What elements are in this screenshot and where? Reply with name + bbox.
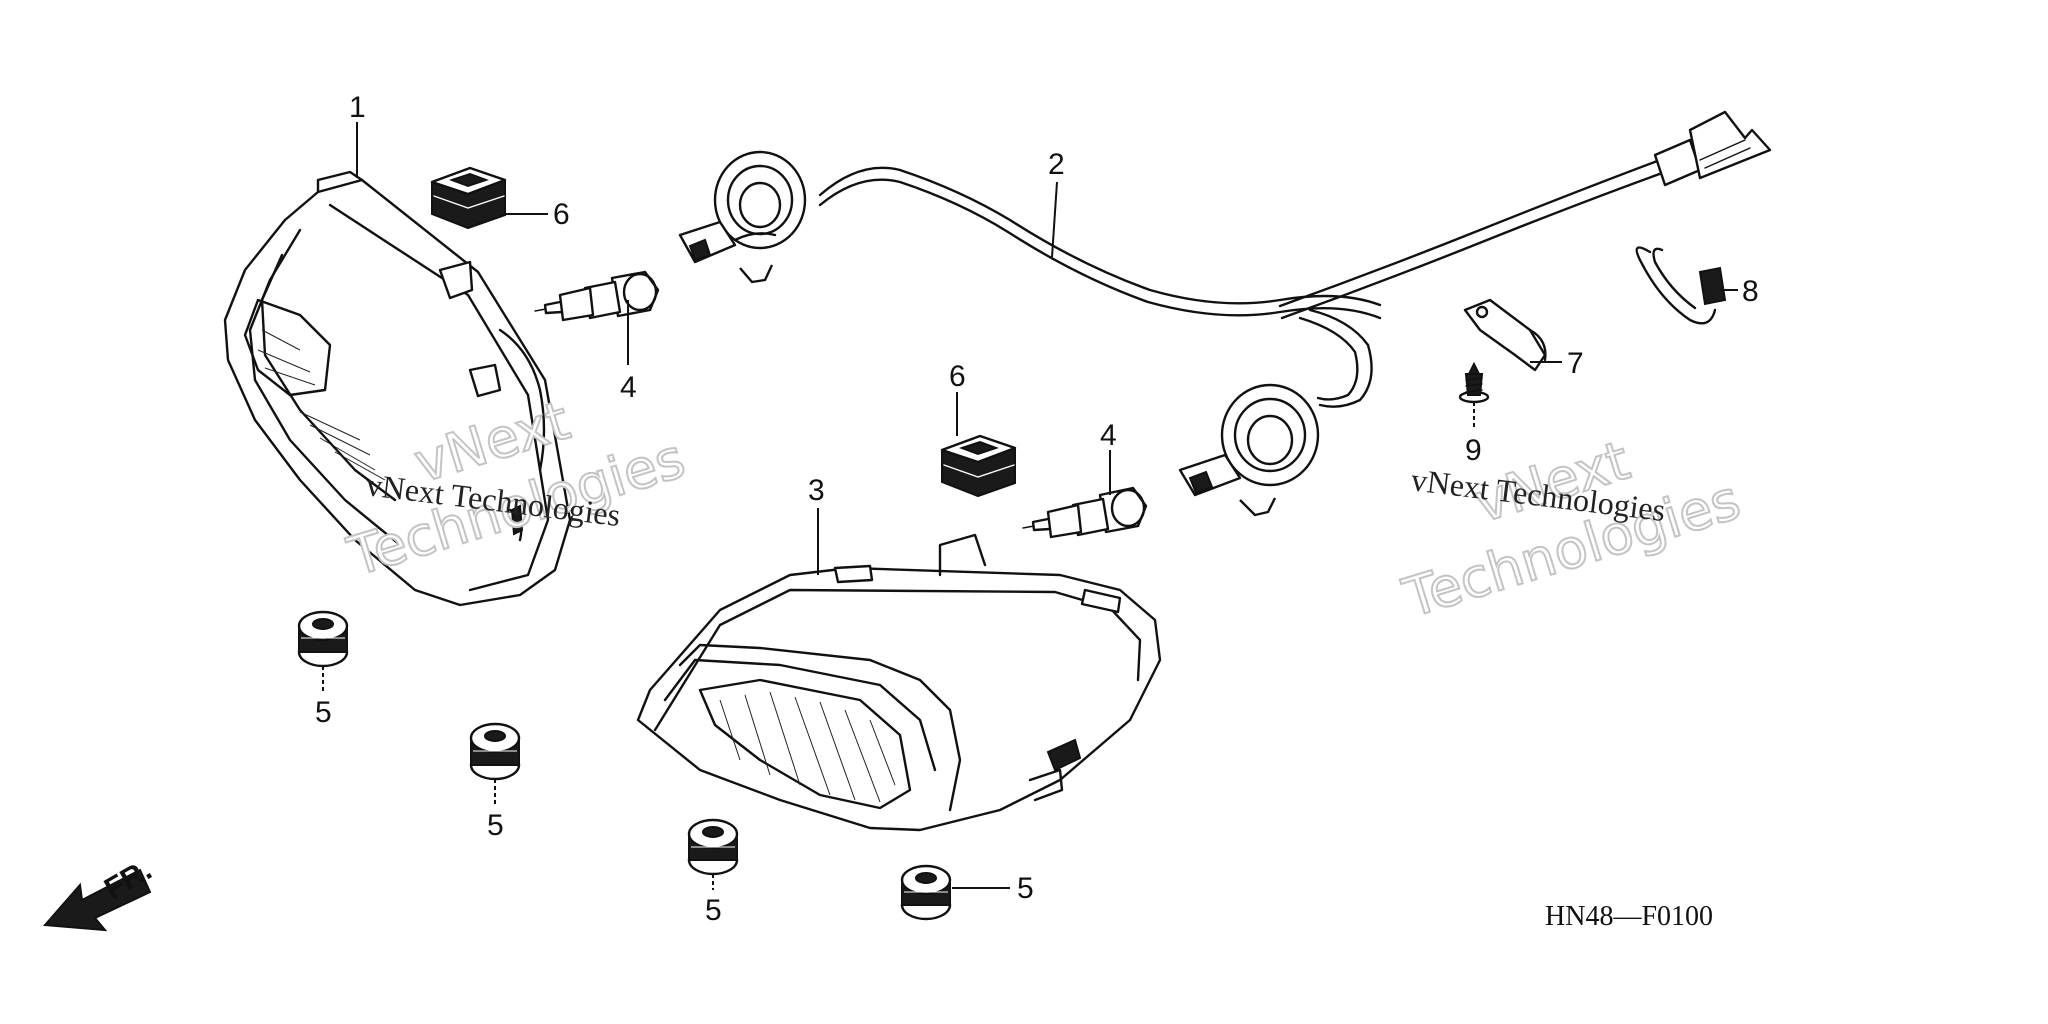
- wire-harness: [678, 110, 1772, 517]
- screw: [1458, 361, 1490, 404]
- callouts: 1 2 3 4 4 5 5 5 5 6 6 7 8: [315, 91, 1759, 927]
- grommet-b: [469, 722, 521, 781]
- grommet-d: [900, 864, 952, 921]
- bulb-left: [534, 270, 660, 322]
- bulb-right: [1022, 486, 1148, 539]
- callout-9: 9: [1465, 434, 1482, 467]
- callout-5c: 5: [705, 894, 722, 927]
- wire-band: [1635, 246, 1727, 325]
- grommet-a: [297, 610, 349, 668]
- headlight-right: [636, 533, 1162, 832]
- socket-lower: [1178, 383, 1320, 517]
- callout-4a: 4: [620, 371, 637, 404]
- callout-5d: 5: [1017, 872, 1034, 905]
- rubber-cushion-a: [430, 166, 507, 230]
- grommet-c: [687, 818, 739, 876]
- socket-upper: [678, 150, 807, 284]
- callout-1: 1: [349, 91, 366, 124]
- rubber-cushion-b: [940, 434, 1017, 498]
- callout-7: 7: [1567, 347, 1584, 380]
- headlight-left: [223, 170, 572, 607]
- wire-clamp: [1463, 298, 1547, 372]
- callout-5b: 5: [487, 809, 504, 842]
- callout-3: 3: [808, 474, 825, 507]
- front-direction-arrow: FR.: [42, 853, 157, 932]
- callout-5a: 5: [315, 696, 332, 729]
- callout-6a: 6: [553, 198, 570, 231]
- callout-6b: 6: [949, 360, 966, 393]
- callout-2: 2: [1048, 148, 1065, 181]
- diagram-code: HN48—F0100: [1545, 901, 1713, 932]
- callout-4b: 4: [1100, 419, 1117, 452]
- callout-8: 8: [1742, 275, 1759, 308]
